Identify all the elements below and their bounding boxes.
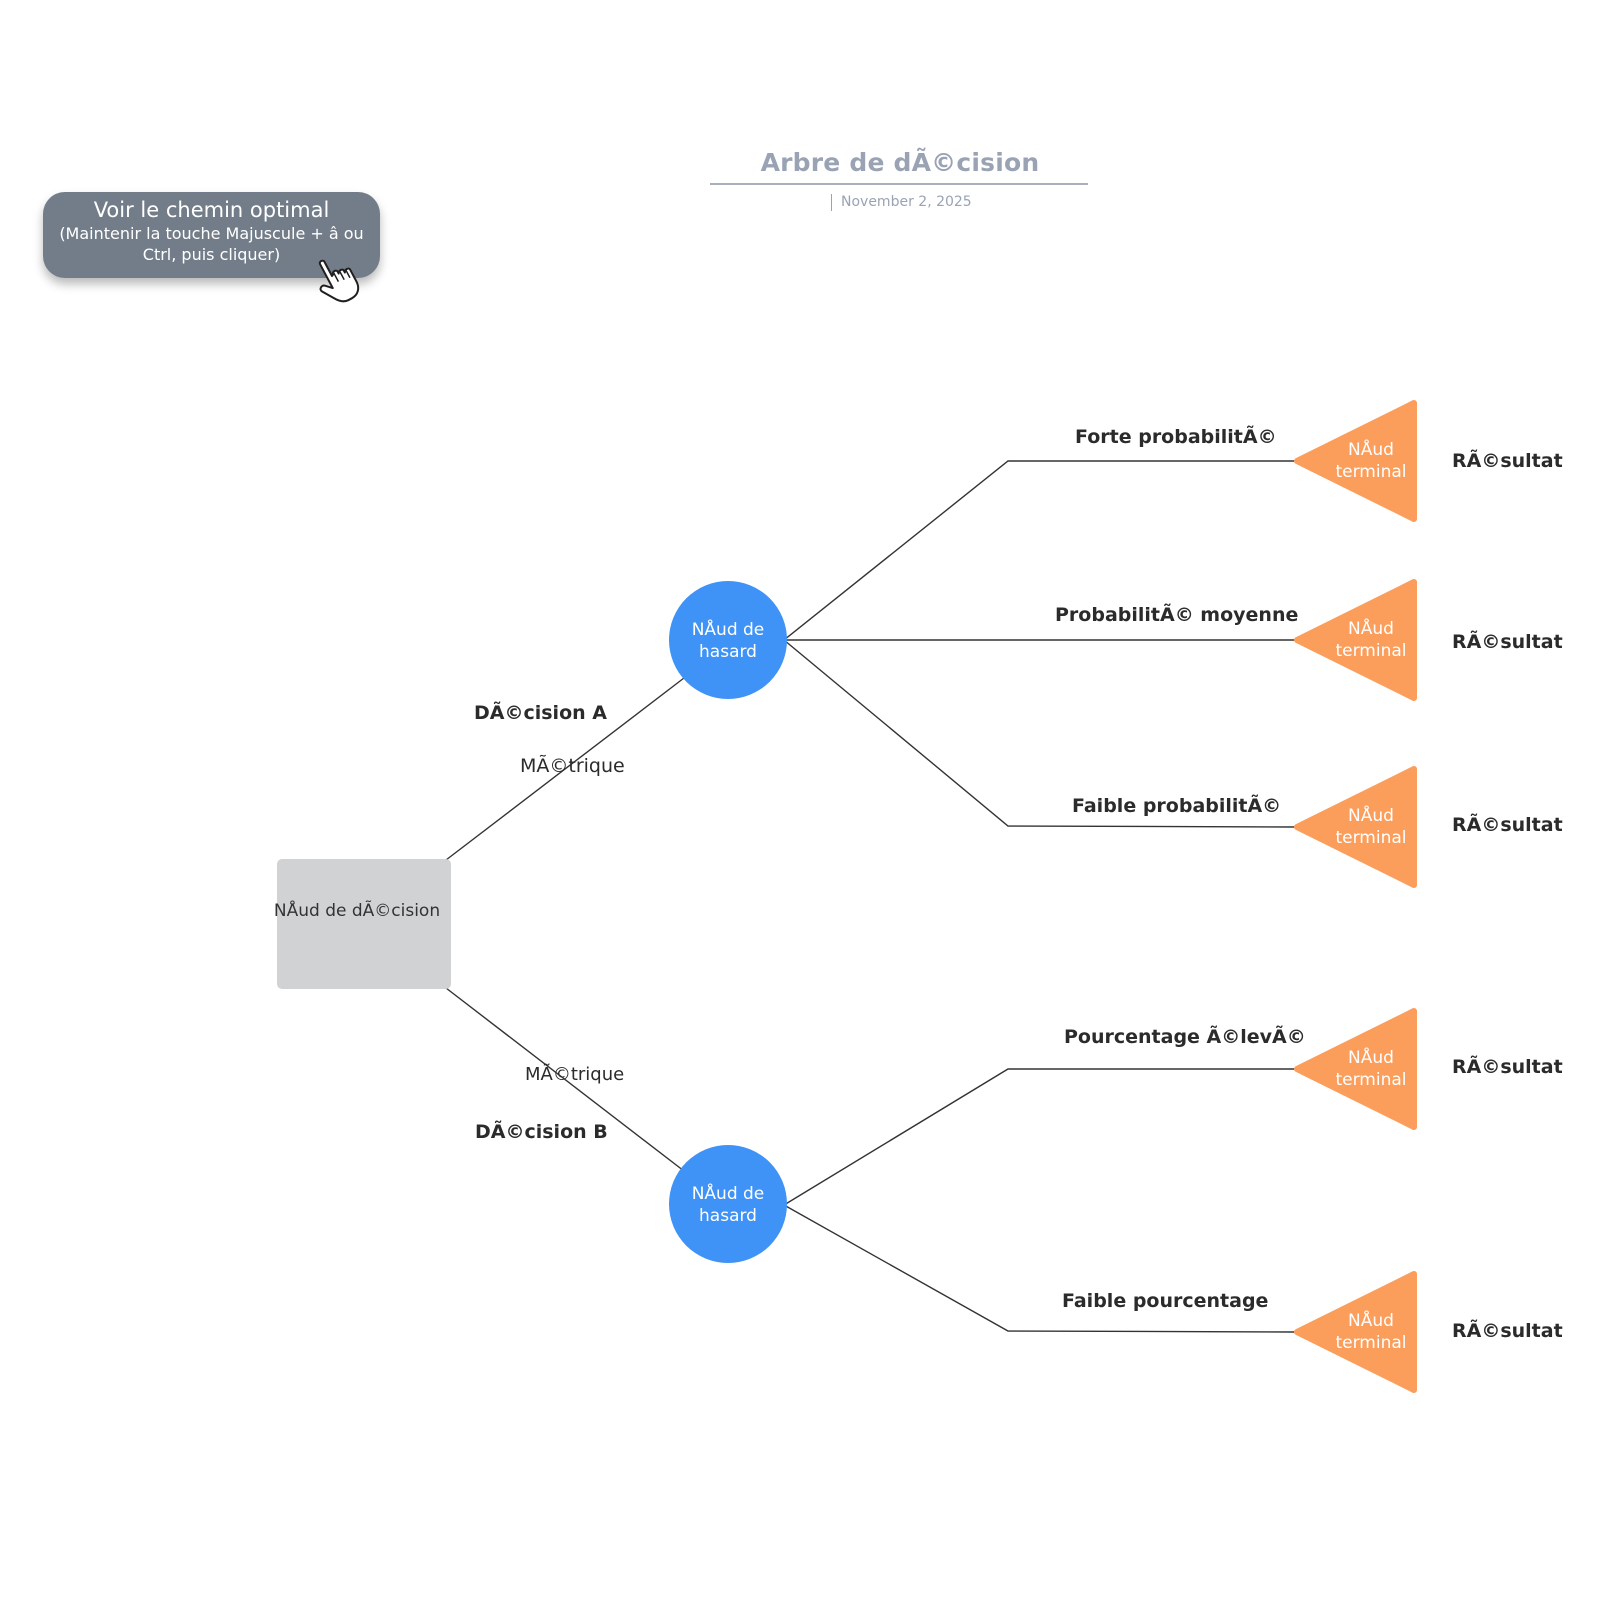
chance-node-a-label: NÅud de hasard <box>691 620 765 662</box>
date-divider <box>831 194 832 211</box>
edge-decision-a <box>445 677 685 861</box>
outcome-a1-label: Forte probabilitÃ© <box>1075 426 1277 448</box>
result-b1-label: RÃ©sultat <box>1452 1056 1563 1078</box>
decision-node-label: NÅud de dÃ©cision <box>273 901 441 921</box>
outcome-b2-label: Faible pourcentage <box>1062 1290 1269 1312</box>
terminal-node-a3 <box>1294 766 1417 888</box>
terminal-node-b2 <box>1294 1271 1417 1393</box>
terminal-node-a2-label: NÅud terminal <box>1335 619 1407 661</box>
decision-b-label: DÃ©cision B <box>475 1121 608 1143</box>
chance-node-a <box>669 581 787 699</box>
terminal-node-b1 <box>1294 1008 1417 1130</box>
edge-outcome-a1 <box>783 460 1297 641</box>
result-a1-label: RÃ©sultat <box>1452 450 1563 472</box>
terminal-node-b2-label: NÅud terminal <box>1335 1311 1407 1353</box>
page-title: Arbre de dÃ©cision <box>760 148 1040 177</box>
edge-outcome-b1 <box>783 1068 1297 1206</box>
edge-decision-b <box>445 987 685 1172</box>
edge-outcome-b2 <box>783 1204 1298 1333</box>
terminal-node-a1 <box>1294 400 1417 522</box>
decision-node <box>277 859 451 989</box>
decision-a-label: DÃ©cision A <box>474 702 607 724</box>
result-a2-label: RÃ©sultat <box>1452 631 1563 653</box>
decision-b-metric: MÃ©trique <box>525 1064 625 1085</box>
page-date: November 2, 2025 <box>841 194 972 210</box>
decision-a-metric: MÃ©trique <box>520 755 625 777</box>
outcome-b1-label: Pourcentage Ã©levÃ© <box>1064 1026 1306 1048</box>
terminal-node-a1-label: NÅud terminal <box>1335 440 1407 482</box>
terminal-node-a2 <box>1294 579 1417 701</box>
optimal-button-title: Voir le chemin optimal <box>93 198 330 222</box>
chance-node-b-label: NÅud de hasard <box>691 1184 765 1226</box>
terminal-node-a3-label: NÅud terminal <box>1335 806 1407 848</box>
outcome-a2-label: ProbabilitÃ© moyenne <box>1055 604 1299 626</box>
chance-node-b <box>669 1145 787 1263</box>
title-underline <box>710 183 1088 185</box>
result-b2-label: RÃ©sultat <box>1452 1320 1563 1342</box>
edge-outcome-a3 <box>783 639 1298 828</box>
terminal-node-b1-label: NÅud terminal <box>1335 1048 1407 1090</box>
view-optimal-path-button[interactable]: Voir le chemin optimal (Maintenir la tou… <box>43 192 380 278</box>
hand-pointer-icon <box>318 259 360 303</box>
optimal-button-hint: (Maintenir la touche Majuscule + â ou Ct… <box>59 224 364 264</box>
outcome-a3-label: Faible probabilitÃ© <box>1072 795 1282 817</box>
result-a3-label: RÃ©sultat <box>1452 814 1563 836</box>
